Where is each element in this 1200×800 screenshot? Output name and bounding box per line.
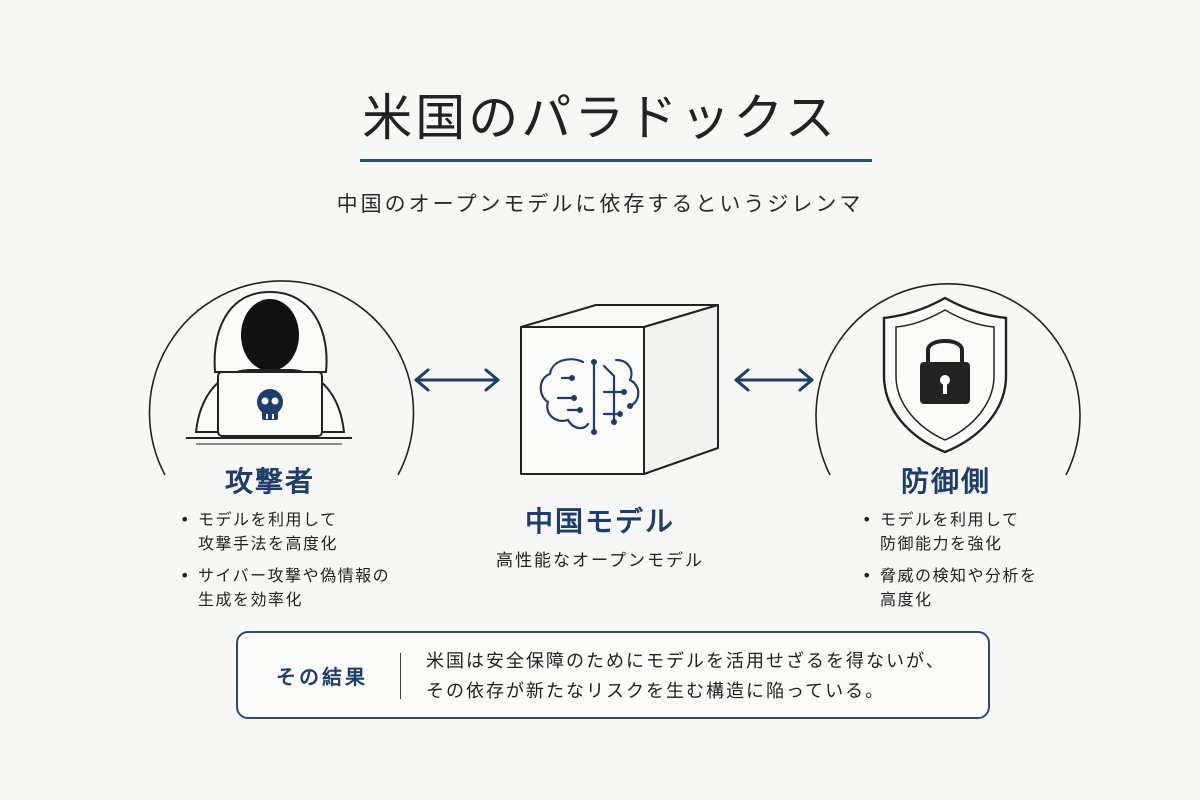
defender-circle bbox=[815, 283, 1081, 476]
defender-bullets: モデルを利用して 防御能力を強化 脅威の検知や分析を 高度化 bbox=[862, 508, 1102, 620]
attacker-bullet-1: モデルを利用して 攻撃手法を高度化 bbox=[198, 510, 339, 553]
center-model-title: 中国モデル bbox=[524, 505, 675, 538]
shield-lock-icon bbox=[882, 296, 1008, 454]
defender-title: 防御側 bbox=[900, 465, 991, 498]
result-label: その結果 bbox=[276, 665, 368, 689]
double-arrow-icon bbox=[734, 368, 814, 392]
skull-icon bbox=[257, 389, 283, 420]
result-line-1: 米国は安全保障のためにモデルを活用せざるを得ないが、 bbox=[426, 651, 946, 672]
result-text: 米国は安全保障のためにモデルを活用せざるを得ないが、 その依存が新たなリスクを生… bbox=[426, 647, 976, 707]
hacker-icon bbox=[186, 290, 352, 445]
page-title: 米国のパラドックス bbox=[362, 89, 838, 147]
result-line-2: その依存が新たなリスクを生む構造に陥っている。 bbox=[426, 681, 886, 702]
list-item: モデルを利用して 攻撃手法を高度化 bbox=[180, 508, 440, 556]
defender-bullet-2: 脅威の検知や分析を 高度化 bbox=[880, 566, 1038, 609]
result-box: その結果 米国は安全保障のためにモデルを活用せざるを得ないが、 その依存が新たな… bbox=[236, 631, 990, 719]
attacker-bullets: モデルを利用して 攻撃手法を高度化 サイバー攻撃や偽情報の 生成を効率化 bbox=[180, 508, 440, 620]
title-underline bbox=[360, 159, 872, 162]
result-divider bbox=[400, 653, 401, 699]
attacker-bullet-2: サイバー攻撃や偽情報の 生成を効率化 bbox=[198, 566, 391, 609]
double-arrow-icon bbox=[414, 368, 500, 392]
list-item: サイバー攻撃や偽情報の 生成を効率化 bbox=[180, 564, 440, 612]
attacker-title: 攻撃者 bbox=[224, 465, 315, 498]
brain-circuit-cube-icon bbox=[520, 304, 719, 475]
attacker-circle bbox=[148, 280, 415, 476]
page-subtitle: 中国のオープンモデルに依存するというジレンマ bbox=[336, 192, 864, 216]
defender-bullet-1: モデルを利用して 防御能力を強化 bbox=[880, 510, 1020, 553]
center-model-subtitle: 高性能なオープンモデル bbox=[496, 551, 704, 571]
list-item: 脅威の検知や分析を 高度化 bbox=[862, 564, 1102, 612]
list-item: モデルを利用して 防御能力を強化 bbox=[862, 508, 1102, 556]
